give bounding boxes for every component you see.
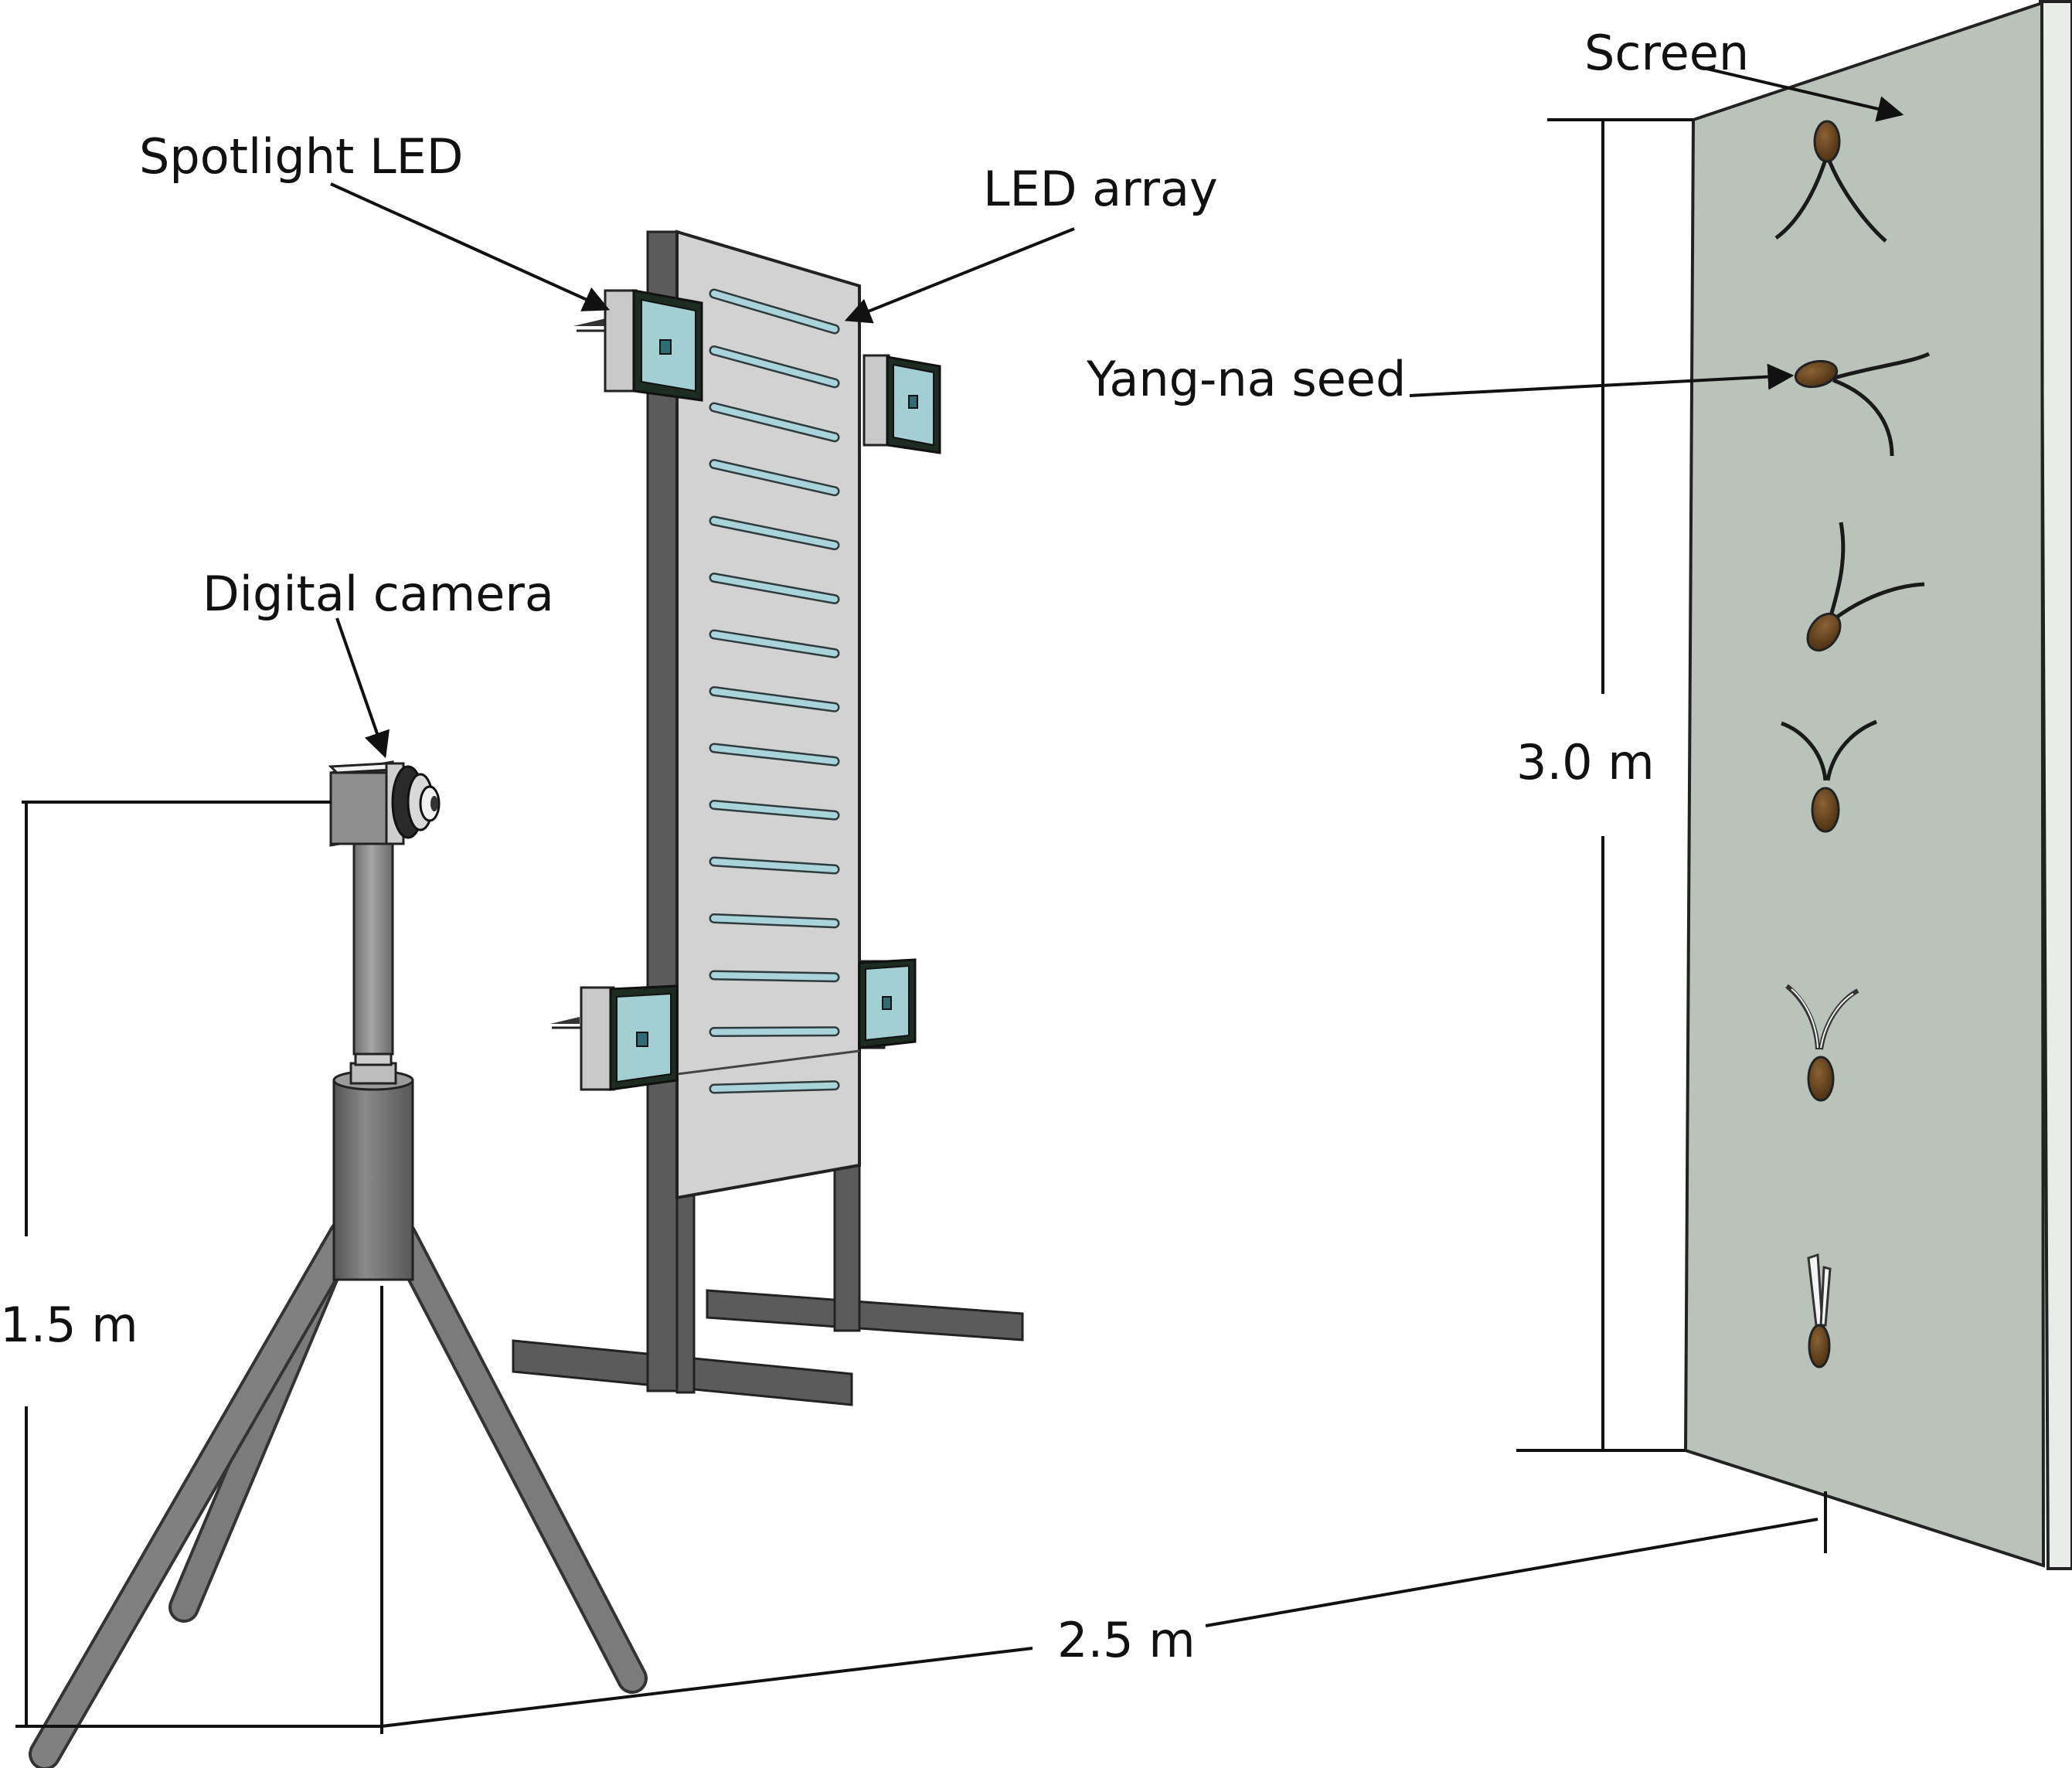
- led-tube: [711, 972, 838, 981]
- label-screen-height: 3.0 m: [1516, 734, 1655, 790]
- screen-callout-arrow: [1696, 65, 1904, 122]
- stand-post-front: [646, 230, 680, 1392]
- seed-1: [1774, 120, 1887, 243]
- led-tube: [711, 688, 838, 711]
- led-tube: [711, 518, 838, 549]
- spotlight-led-top-right: [862, 354, 941, 454]
- label-spotlight-led: Spotlight LED: [139, 128, 464, 185]
- labels: Screen Spotlight LED LED array Yang-na s…: [0, 25, 1749, 1668]
- spotlight-led-bottom-right: [858, 958, 917, 1049]
- stand-foot-back: [706, 1289, 1024, 1341]
- digital-camera: [328, 760, 441, 847]
- led-array-callout-arrow: [844, 227, 1075, 324]
- camera-tripod: [29, 841, 648, 1768]
- seed-5: [1785, 984, 1859, 1102]
- led-tube: [711, 801, 838, 819]
- label-screen: Screen: [1584, 25, 1749, 81]
- seed-6: [1807, 1253, 1832, 1368]
- led-tube: [711, 745, 838, 765]
- led-tube: [711, 347, 838, 386]
- led-tube: [711, 915, 838, 926]
- panel-face: [675, 230, 861, 1200]
- led-array-stand: [512, 230, 1024, 1406]
- callout-arrows: [330, 65, 1904, 759]
- led-tubes: [709, 288, 840, 1094]
- screen-edge: [2038, 0, 2072, 1570]
- label-distance: 2.5 m: [1057, 1612, 1196, 1668]
- screen-height-dimension: [1516, 118, 1693, 1452]
- label-yang-na-seed: Yang-na seed: [1086, 351, 1406, 407]
- screen: [1683, 0, 2072, 1570]
- label-digital-camera: Digital camera: [202, 566, 554, 622]
- seed-3: [1806, 522, 1925, 652]
- led-tube: [711, 291, 838, 332]
- led-tube: [711, 574, 838, 603]
- distance-dimension: [381, 1491, 1827, 1728]
- camera-height-dimension: [15, 801, 383, 1734]
- yang-na-seed-callout-arrow: [1409, 363, 1795, 397]
- seed-4: [1781, 719, 1877, 833]
- led-tube: [711, 858, 838, 872]
- led-tube: [711, 1082, 838, 1092]
- stand-leg-front: [675, 1188, 696, 1394]
- seed-2: [1794, 352, 1931, 457]
- screen-face: [1683, 1, 2046, 1568]
- led-tube: [711, 631, 838, 657]
- stand-leg-rear: [833, 1158, 861, 1332]
- label-led-array: LED array: [983, 161, 1218, 217]
- led-tube: [711, 404, 838, 440]
- spotlight-led-bottom-left: [550, 984, 679, 1091]
- led-array-panel: [675, 230, 861, 1200]
- spotlight-led-callout-arrow: [330, 182, 611, 311]
- digital-camera-callout-arrow: [335, 617, 390, 759]
- label-camera-height: 1.5 m: [0, 1297, 138, 1353]
- spotlight-led-top-left: [573, 289, 703, 402]
- spotlight-leds: [550, 289, 941, 1091]
- seed-sequence: [1774, 120, 1931, 1368]
- led-tube: [711, 461, 838, 495]
